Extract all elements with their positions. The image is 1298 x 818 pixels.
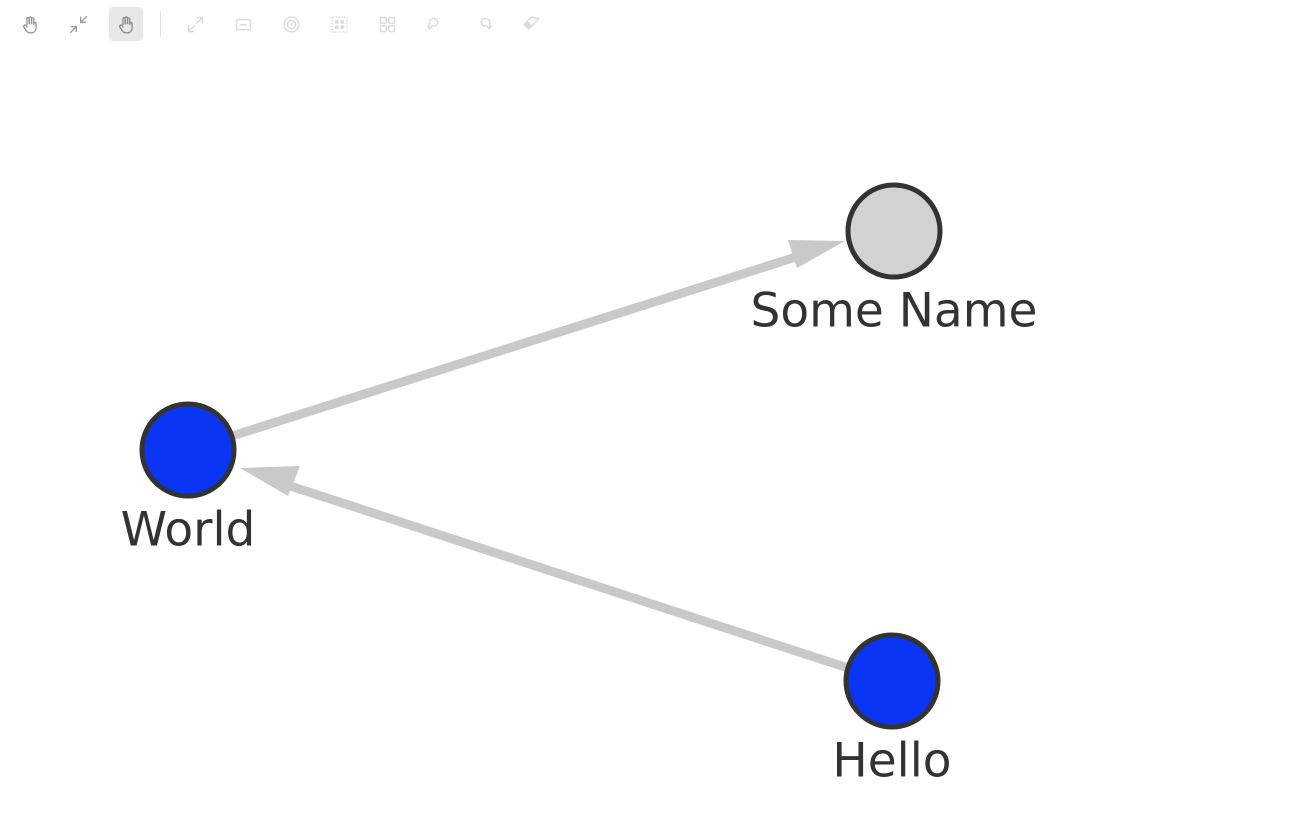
arrows-in-icon — [68, 14, 89, 35]
pan-hand-button[interactable] — [13, 7, 47, 41]
node-world[interactable]: World — [121, 401, 256, 558]
layout-button[interactable] — [370, 7, 404, 41]
grab-hand-button[interactable] — [109, 7, 143, 41]
node-label: World — [121, 503, 256, 558]
eraser-icon — [521, 14, 542, 35]
edge-world-to-some-name[interactable] — [230, 240, 845, 441]
toolbar — [0, 0, 1298, 48]
undo-button[interactable] — [418, 7, 452, 41]
graph-svg[interactable]: Some Name World Hello — [0, 48, 1298, 818]
node-circle[interactable] — [845, 182, 943, 280]
minus-box-icon — [233, 14, 254, 35]
edge-line[interactable] — [270, 475, 850, 673]
redo-button[interactable] — [466, 7, 500, 41]
edge-hello-to-world[interactable] — [240, 466, 850, 673]
node-hello[interactable]: Hello — [832, 632, 952, 789]
node-label: Hello — [832, 734, 951, 789]
arrowhead-icon[interactable] — [240, 466, 300, 496]
undo-arrow-icon — [425, 14, 446, 35]
node-label: Some Name — [751, 284, 1038, 339]
expand-button[interactable] — [178, 7, 212, 41]
toolbar-divider — [160, 11, 161, 37]
node-circle[interactable] — [843, 632, 941, 730]
node-circle[interactable] — [139, 401, 237, 499]
collapse-button[interactable] — [226, 7, 260, 41]
graph-canvas[interactable]: Some Name World Hello — [0, 48, 1298, 818]
erase-button[interactable] — [514, 7, 548, 41]
target-icon — [281, 14, 302, 35]
fit-to-screen-button[interactable] — [61, 7, 95, 41]
dotted-grid-icon — [329, 14, 350, 35]
select-area-button[interactable] — [322, 7, 356, 41]
edge-line[interactable] — [230, 245, 820, 441]
layout-grid-icon — [377, 14, 398, 35]
arrowhead-icon[interactable] — [788, 240, 845, 268]
redo-arrow-icon — [473, 14, 494, 35]
hand-icon — [20, 14, 41, 35]
hand-grab-icon — [116, 14, 137, 35]
focus-button[interactable] — [274, 7, 308, 41]
arrows-out-icon — [185, 14, 206, 35]
